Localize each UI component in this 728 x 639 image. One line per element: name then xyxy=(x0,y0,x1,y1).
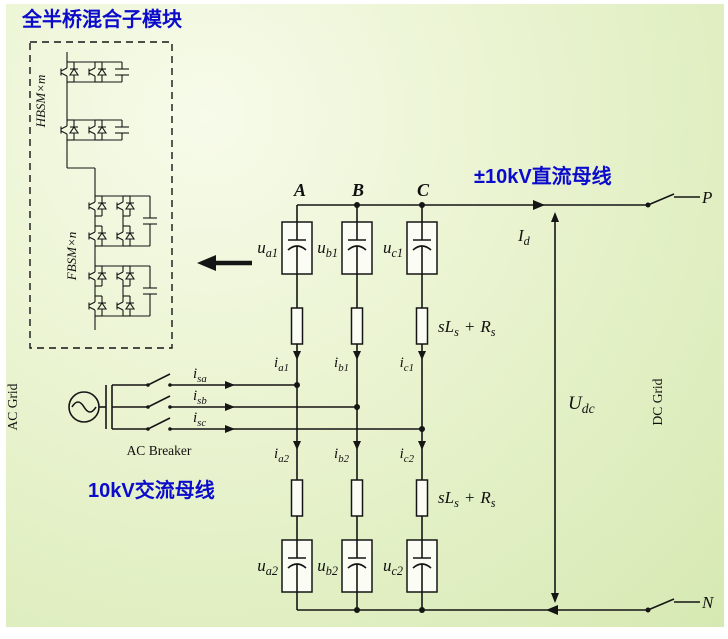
lower-arm-module-b xyxy=(341,539,373,593)
submodule-chain-wires xyxy=(66,52,96,330)
source-current-arrow-c xyxy=(225,425,235,433)
lower-arm-inductor-b xyxy=(350,479,364,517)
upper-arm-inductor-c xyxy=(415,307,429,345)
diagram-title: 全半桥混合子模块 xyxy=(21,7,183,31)
dc-current-arrow xyxy=(533,200,545,210)
lower-arm-current-c: ic2 xyxy=(400,446,415,465)
dc-bus-label: ±10kV直流母线 xyxy=(474,164,612,188)
upper-current-arrow-b xyxy=(353,351,361,360)
ac-line-sb xyxy=(112,395,357,408)
n-switch xyxy=(645,598,700,613)
phase-c-label: C xyxy=(417,180,430,200)
source-current-arrow-a xyxy=(225,381,235,389)
lower-module-voltage-b: ub2 xyxy=(317,556,338,578)
dc-voltage-label: Udc xyxy=(568,393,595,416)
lower-arm-module-c xyxy=(406,539,438,593)
lower-impedance-label: sLs+Rs xyxy=(438,488,496,510)
lower-current-arrow-a xyxy=(293,441,301,450)
lower-arm-current-a: ia2 xyxy=(274,446,290,465)
dc-grid-label: DC Grid xyxy=(650,378,665,425)
sine-icon xyxy=(71,401,97,413)
lower-arm-module-a xyxy=(281,539,313,593)
lower-arm-inductor-c xyxy=(415,479,429,517)
upper-current-arrow-a xyxy=(293,351,301,360)
upper-arm-current-b: ib1 xyxy=(334,355,349,374)
upper-module-voltage-b: ub1 xyxy=(317,238,338,260)
source-current-c: isc xyxy=(193,410,206,429)
ac-grid-label: AC Grid xyxy=(5,383,20,430)
source-current-a: isa xyxy=(193,366,207,385)
lower-current-arrow-b xyxy=(353,441,361,450)
fbsm-submodule-1 xyxy=(89,196,157,246)
submodule-detail-box: HBSM×m FBSM×n xyxy=(29,41,173,349)
upper-arm-module-c xyxy=(406,221,438,275)
upper-arm-inductor-b xyxy=(350,307,364,345)
ac-bus-label: 10kV交流母线 xyxy=(88,478,215,502)
dc-return-arrow xyxy=(546,605,558,615)
fbsm-submodule-2 xyxy=(89,266,157,316)
terminal-p-label: P xyxy=(701,188,712,207)
ac-source xyxy=(68,385,113,429)
terminal-n-label: N xyxy=(701,593,715,612)
phase-b-label: B xyxy=(351,180,364,200)
upper-arm-inductor-a xyxy=(290,307,304,345)
lower-module-voltage-c: uc2 xyxy=(383,556,403,578)
upper-impedance-label: sLs+Rs xyxy=(438,317,496,339)
upper-current-arrow-c xyxy=(418,351,426,360)
upper-arm-current-c: ic1 xyxy=(400,355,414,374)
dc-current-label: Id xyxy=(517,226,531,248)
hbsm-count-label: HBSM×m xyxy=(33,75,48,129)
upper-arm-current-a: ia1 xyxy=(274,355,289,374)
hbsm-submodule-2 xyxy=(61,120,129,140)
fbsm-count-label: FBSM×n xyxy=(64,232,79,281)
ac-line-sc xyxy=(112,417,422,430)
upper-arm-module-b xyxy=(341,221,373,275)
upper-module-voltage-a: ua1 xyxy=(257,238,278,260)
lower-module-voltage-a: ua2 xyxy=(257,556,278,578)
source-current-arrow-b xyxy=(225,403,235,411)
hbsm-submodule-1 xyxy=(61,62,129,82)
lower-arm-current-b: ib2 xyxy=(334,446,350,465)
lower-arm-inductor-a xyxy=(290,479,304,517)
lower-current-arrow-c xyxy=(418,441,426,450)
phase-a-label: A xyxy=(293,180,306,200)
detail-arrow xyxy=(197,255,252,271)
upper-module-voltage-c: uc1 xyxy=(383,238,403,260)
upper-arm-module-a xyxy=(281,221,313,275)
ac-breaker-label: AC Breaker xyxy=(127,443,192,458)
p-switch xyxy=(645,193,700,208)
source-current-b: isb xyxy=(193,388,207,407)
